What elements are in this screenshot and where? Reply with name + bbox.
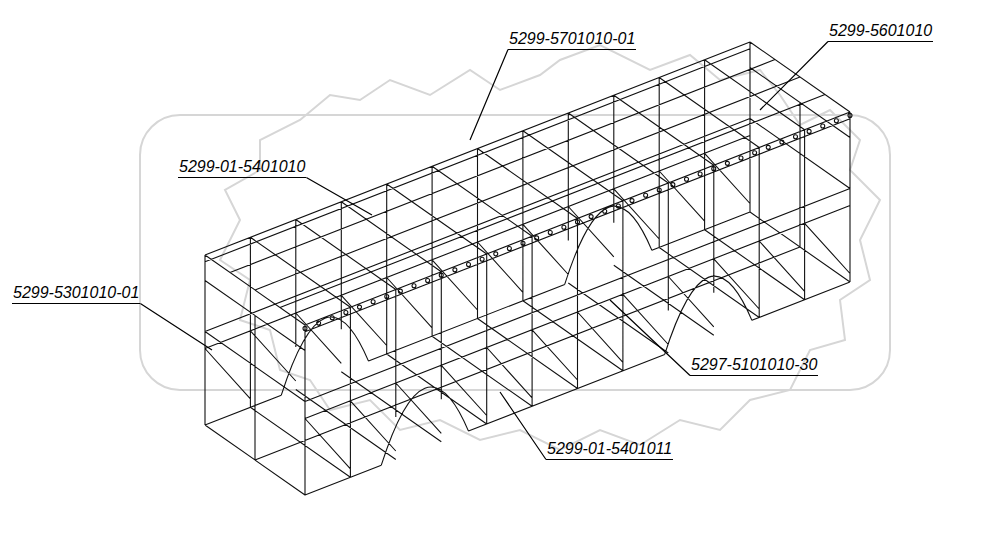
- callout-number: 5299-01-5401010: [178, 158, 306, 178]
- leader-lines: [140, 42, 828, 460]
- callout-number: 5299-01-5401011: [546, 440, 673, 460]
- callout-number: 5299-5601010: [828, 22, 933, 42]
- frame-lines: [205, 42, 852, 495]
- watermark-logo: [140, 45, 890, 450]
- callout-number: 5299-5701010-01: [508, 30, 636, 50]
- watermark-band: [140, 115, 890, 390]
- callout-number: 5299-5301010-01: [12, 284, 140, 304]
- callout-number: 5297-5101010-30: [690, 356, 818, 376]
